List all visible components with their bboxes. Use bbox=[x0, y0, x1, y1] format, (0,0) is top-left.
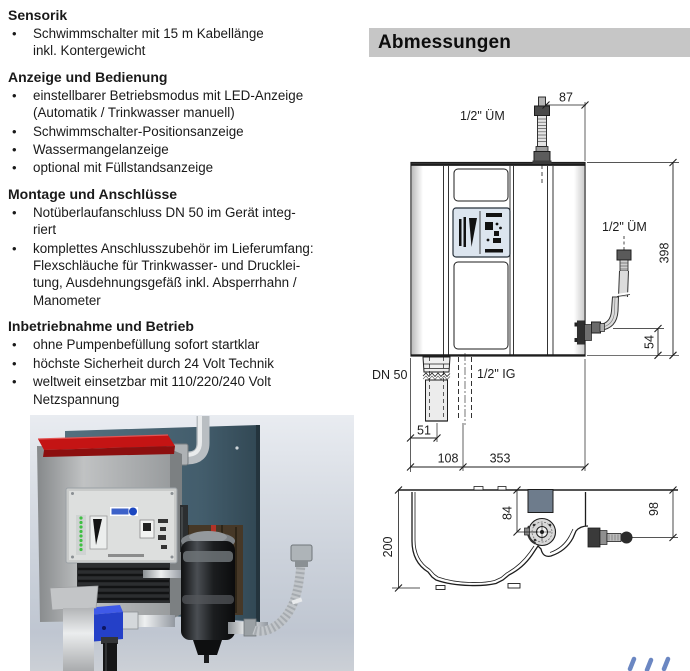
feature-section: Inbetriebnahme und Betrieb • ohne Pumpenbe… bbox=[8, 318, 362, 408]
bullet-text: höchste Sicherheit durch 24 Volt Technik bbox=[33, 355, 274, 371]
sight-glass bbox=[180, 505, 188, 552]
bullet-dot: • bbox=[12, 374, 17, 390]
pump-topview bbox=[524, 489, 557, 547]
bullet-text: weltweit einsetzbar mit 110/220/240 Volt… bbox=[33, 374, 271, 407]
section-title: Montage und Anschlüsse bbox=[8, 185, 178, 202]
label-top-fitting: 1/2" ÜM bbox=[460, 109, 505, 123]
dim-200 bbox=[392, 486, 420, 592]
bullet-item: • komplettes Anschlusszubehör im Lieferum… bbox=[8, 240, 362, 310]
feature-sections: Sensorik • Schwimmschalter mit 15 m Kabell… bbox=[8, 5, 362, 409]
control-panel-front bbox=[452, 207, 511, 258]
bullet-text: optional mit Füllstandsanzeige bbox=[33, 160, 214, 176]
dim-54-label: 54 bbox=[643, 335, 657, 349]
bullet-item: • höchste Sicherheit durch 24 Volt Techni… bbox=[8, 355, 362, 372]
dn50-outlet-pipe bbox=[49, 585, 99, 671]
side-port-topview bbox=[587, 527, 633, 548]
tank-lid-red bbox=[38, 435, 175, 450]
bullet-text: einstellbarer Betriebsmodus mit LED-Anze… bbox=[33, 87, 304, 121]
bullet-item: • optional mit Füllstandsanzeige bbox=[8, 159, 362, 176]
panel-icons bbox=[158, 519, 168, 549]
dim-84-label: 84 bbox=[501, 506, 515, 520]
bullet-dot: • bbox=[12, 123, 17, 139]
bullet-text: Wassermangelanzeige bbox=[33, 142, 169, 158]
expansion-vessel bbox=[181, 525, 235, 663]
dim-84 bbox=[513, 486, 538, 536]
inner-port-pipe bbox=[458, 353, 472, 425]
bullet-text: Notüberlaufanschluss DN 50 im Gerät inte… bbox=[33, 204, 296, 238]
brand-logo-mark bbox=[110, 507, 138, 516]
tank-topview-outline bbox=[411, 492, 589, 587]
control-panel-render bbox=[65, 487, 178, 564]
product-photo-render bbox=[30, 415, 354, 671]
dim-98-label: 98 bbox=[647, 502, 661, 516]
bullet-item: • Notüberlaufanschluss DN 50 im Gerät int… bbox=[8, 204, 362, 239]
feature-section: Anzeige und Bedienung • einstellbarer Betr… bbox=[8, 69, 362, 177]
bullet-dot: • bbox=[12, 160, 17, 176]
dimension-drawing: 87 398 1/2" ÜM 1/2" ÜM bbox=[372, 91, 679, 592]
top-view: 200 84 98 bbox=[381, 486, 678, 592]
dim-98 bbox=[632, 486, 678, 542]
bullet-dot: • bbox=[12, 355, 17, 371]
dim-87-label: 87 bbox=[559, 91, 573, 105]
bullet-dot: • bbox=[12, 204, 17, 220]
connection-stub-pipe bbox=[143, 570, 183, 578]
label-inner-port: 1/2" IG bbox=[477, 367, 515, 381]
feature-section: Sensorik • Schwimmschalter mit 15 m Kabell… bbox=[8, 7, 362, 60]
dim-353-label: 353 bbox=[490, 452, 511, 466]
bullet-text: Schwimmschalter-Positionsanzeige bbox=[33, 123, 244, 139]
top-fitting bbox=[532, 96, 552, 184]
front-view: 87 398 1/2" ÜM 1/2" ÜM bbox=[372, 91, 679, 472]
dim-200-label: 200 bbox=[381, 537, 395, 558]
dim-108-label: 108 bbox=[438, 452, 459, 466]
bullet-item: • weltweit einsetzbar mit 110/220/240 Vol… bbox=[8, 373, 362, 408]
bullet-item: • einstellbarer Betriebsmodus mit LED-Anz… bbox=[8, 87, 362, 122]
dim-398-label: 398 bbox=[658, 243, 672, 264]
dim-51-label: 51 bbox=[417, 424, 431, 438]
label-side-fitting: 1/2" ÜM bbox=[602, 220, 647, 234]
bullet-dot: • bbox=[12, 87, 17, 103]
bottom-dims bbox=[406, 358, 589, 472]
bullet-item: • ohne Pumpenbefüllung sofort startklar bbox=[8, 336, 362, 353]
abmessungen-header: Abmessungen bbox=[369, 28, 690, 57]
label-overflow: DN 50 bbox=[372, 368, 407, 382]
bullet-text: komplettes Anschlusszubehör im Lieferumf… bbox=[33, 240, 314, 308]
feature-section: Montage und Anschlüsse • Notüberlaufanschl… bbox=[8, 186, 362, 309]
drain-hose bbox=[101, 637, 118, 671]
bullet-dot: • bbox=[12, 240, 17, 256]
section-title: Anzeige und Bedienung bbox=[8, 68, 168, 85]
bullet-dot: • bbox=[12, 337, 17, 353]
dim-87 bbox=[542, 101, 589, 161]
bullet-item: • Schwimmschalter-Positionsanzeige bbox=[8, 123, 362, 140]
side-hose-assembly bbox=[574, 236, 632, 345]
flex-hose bbox=[252, 544, 313, 636]
bullet-dot: • bbox=[12, 26, 17, 41]
tank-lower-recess bbox=[77, 563, 170, 603]
bullet-item: • Wassermangelanzeige bbox=[8, 141, 362, 158]
logo-fragment bbox=[627, 656, 671, 671]
section-title: Sensorik bbox=[8, 7, 68, 23]
bullet-text: ohne Pumpenbefüllung sofort startklar bbox=[33, 337, 260, 353]
section-title: Inbetriebnahme und Betrieb bbox=[8, 318, 194, 335]
dim-54 bbox=[613, 324, 664, 360]
abmessungen-title: Abmessungen bbox=[378, 31, 512, 53]
bullet-dot: • bbox=[12, 142, 17, 158]
overflow-pipe bbox=[422, 356, 451, 422]
dim-398 bbox=[587, 158, 679, 360]
